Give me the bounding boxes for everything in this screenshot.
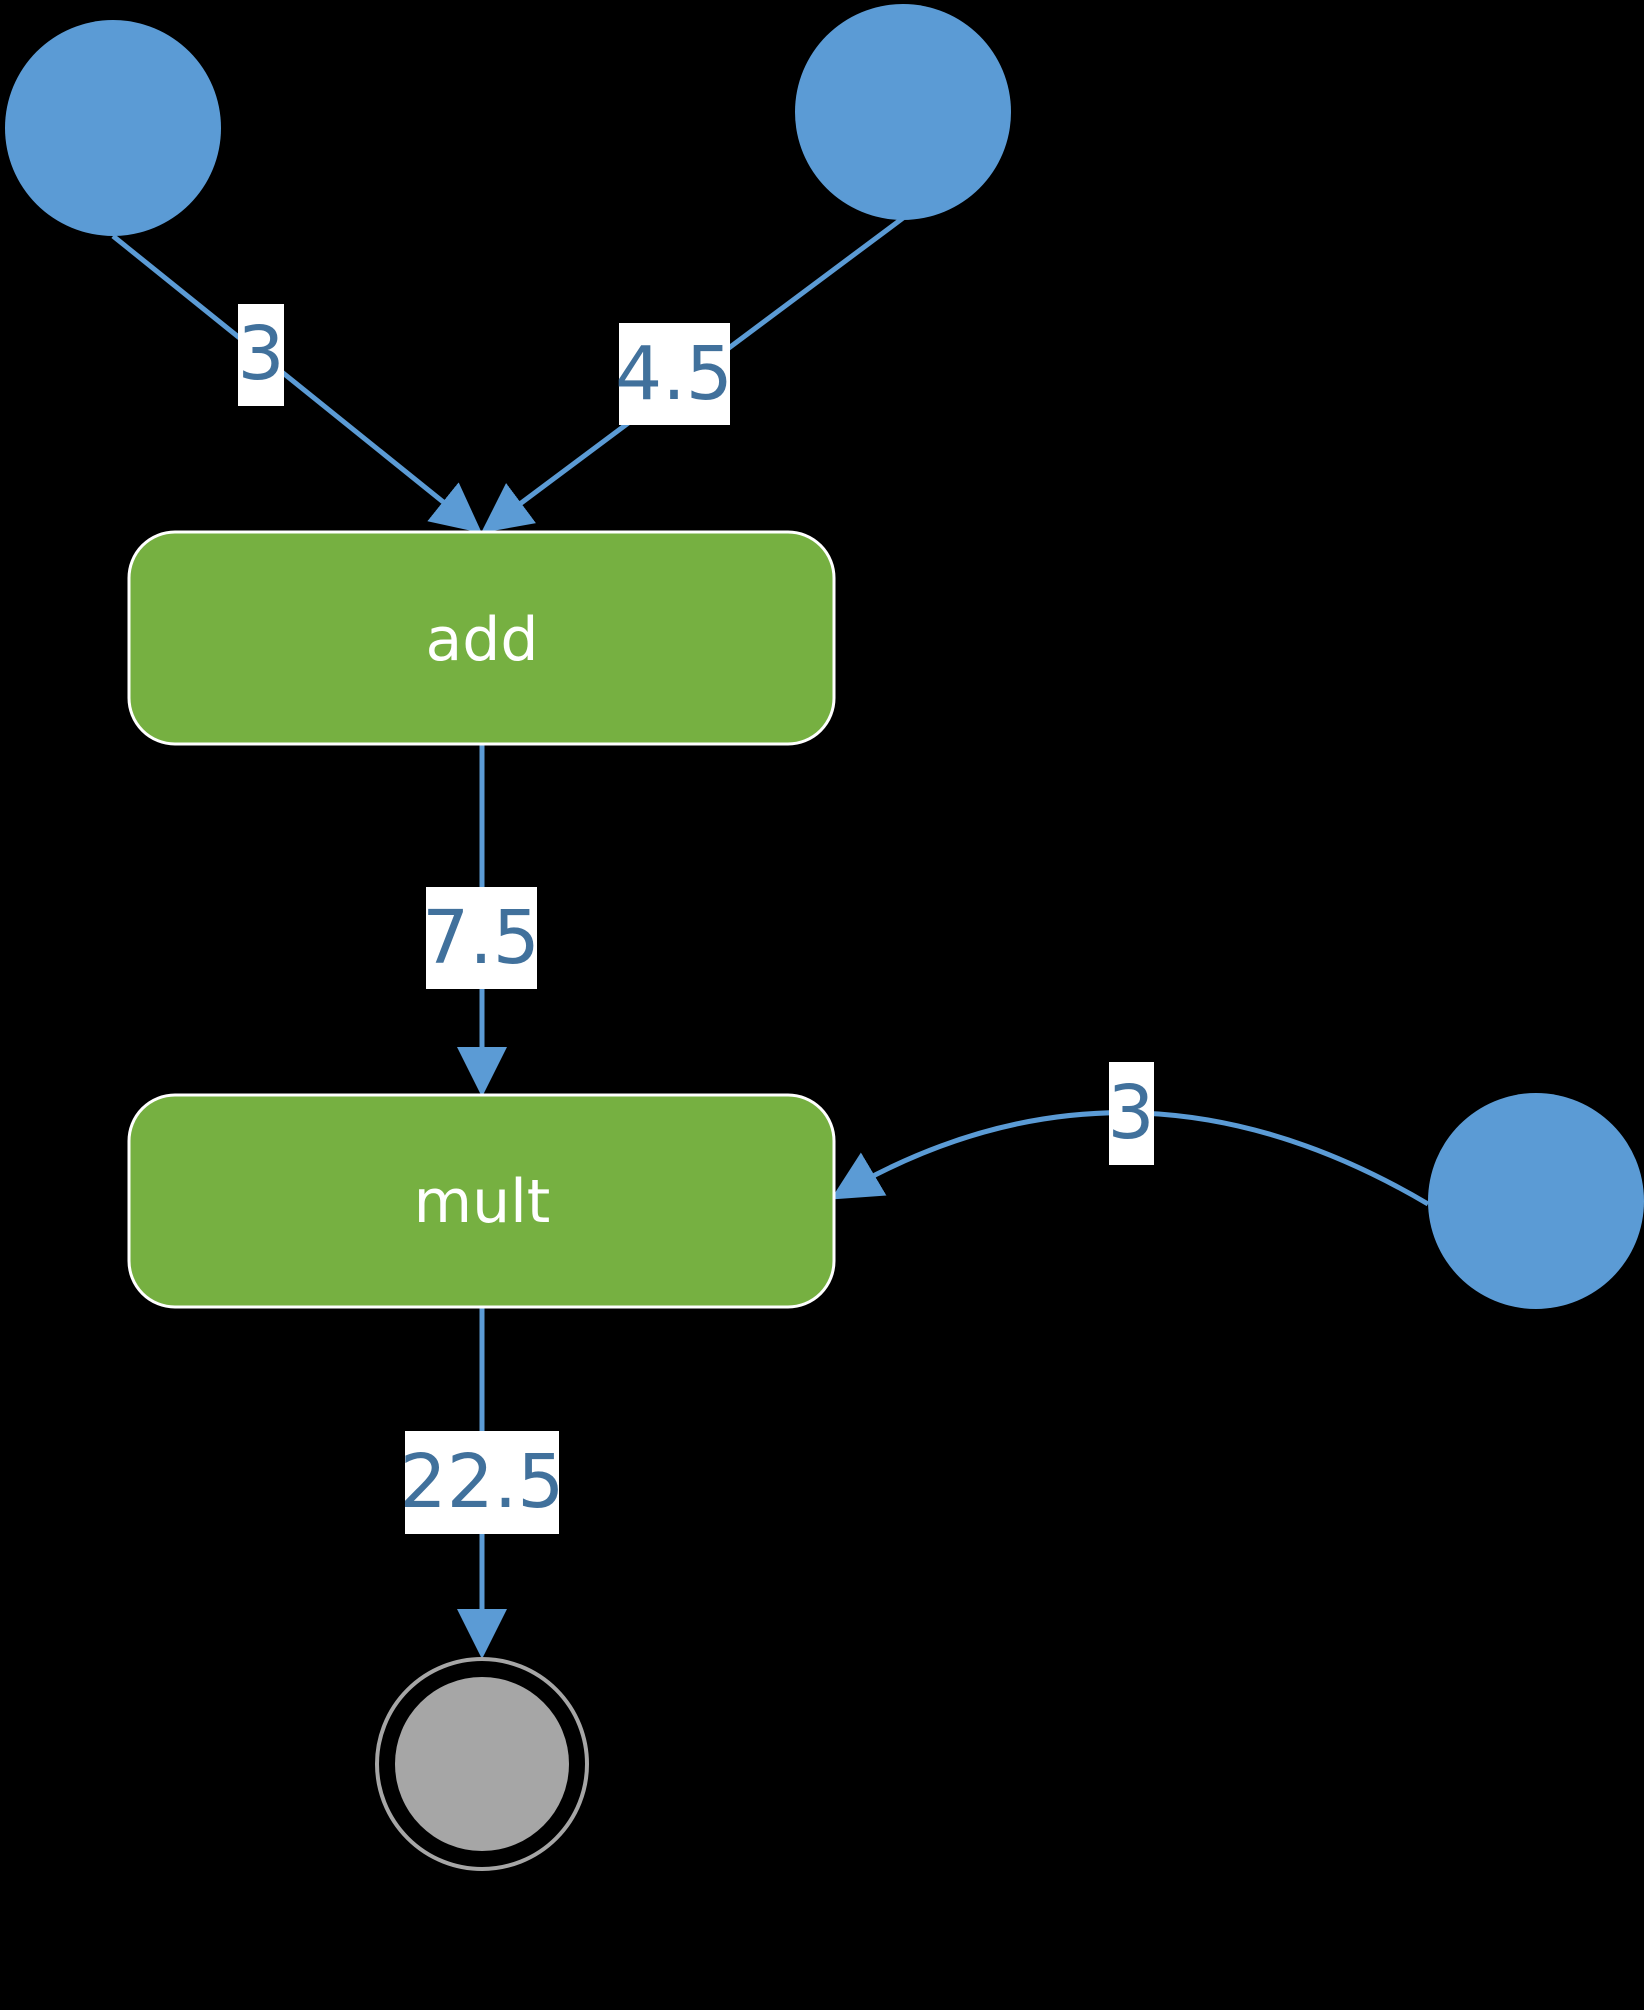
operation-node-add: add (127, 530, 836, 746)
operation-node-mult: mult (127, 1093, 836, 1309)
svg-text:22.5: 22.5 (400, 1439, 565, 1525)
svg-text:4.5: 4.5 (615, 331, 733, 417)
edge-label-input-a: 3 (237, 304, 285, 406)
operation-label-add: add (426, 605, 539, 675)
edge-label-input-c: 3 (1107, 1062, 1155, 1165)
edge-label-input-b: 4.5 (615, 323, 733, 425)
input-node-b (795, 4, 1011, 220)
svg-text:3: 3 (1107, 1070, 1154, 1156)
input-node-c (1428, 1093, 1644, 1309)
edge-input-a-to-add (111, 234, 482, 534)
input-node-a (5, 20, 221, 236)
output-node (375, 1657, 589, 1871)
edge-label-mult-output: 22.5 (400, 1431, 565, 1534)
edge-label-add-output: 7.5 (422, 887, 540, 989)
svg-text:7.5: 7.5 (422, 895, 540, 981)
svg-text:3: 3 (237, 311, 284, 397)
operation-label-mult: mult (414, 1167, 551, 1237)
